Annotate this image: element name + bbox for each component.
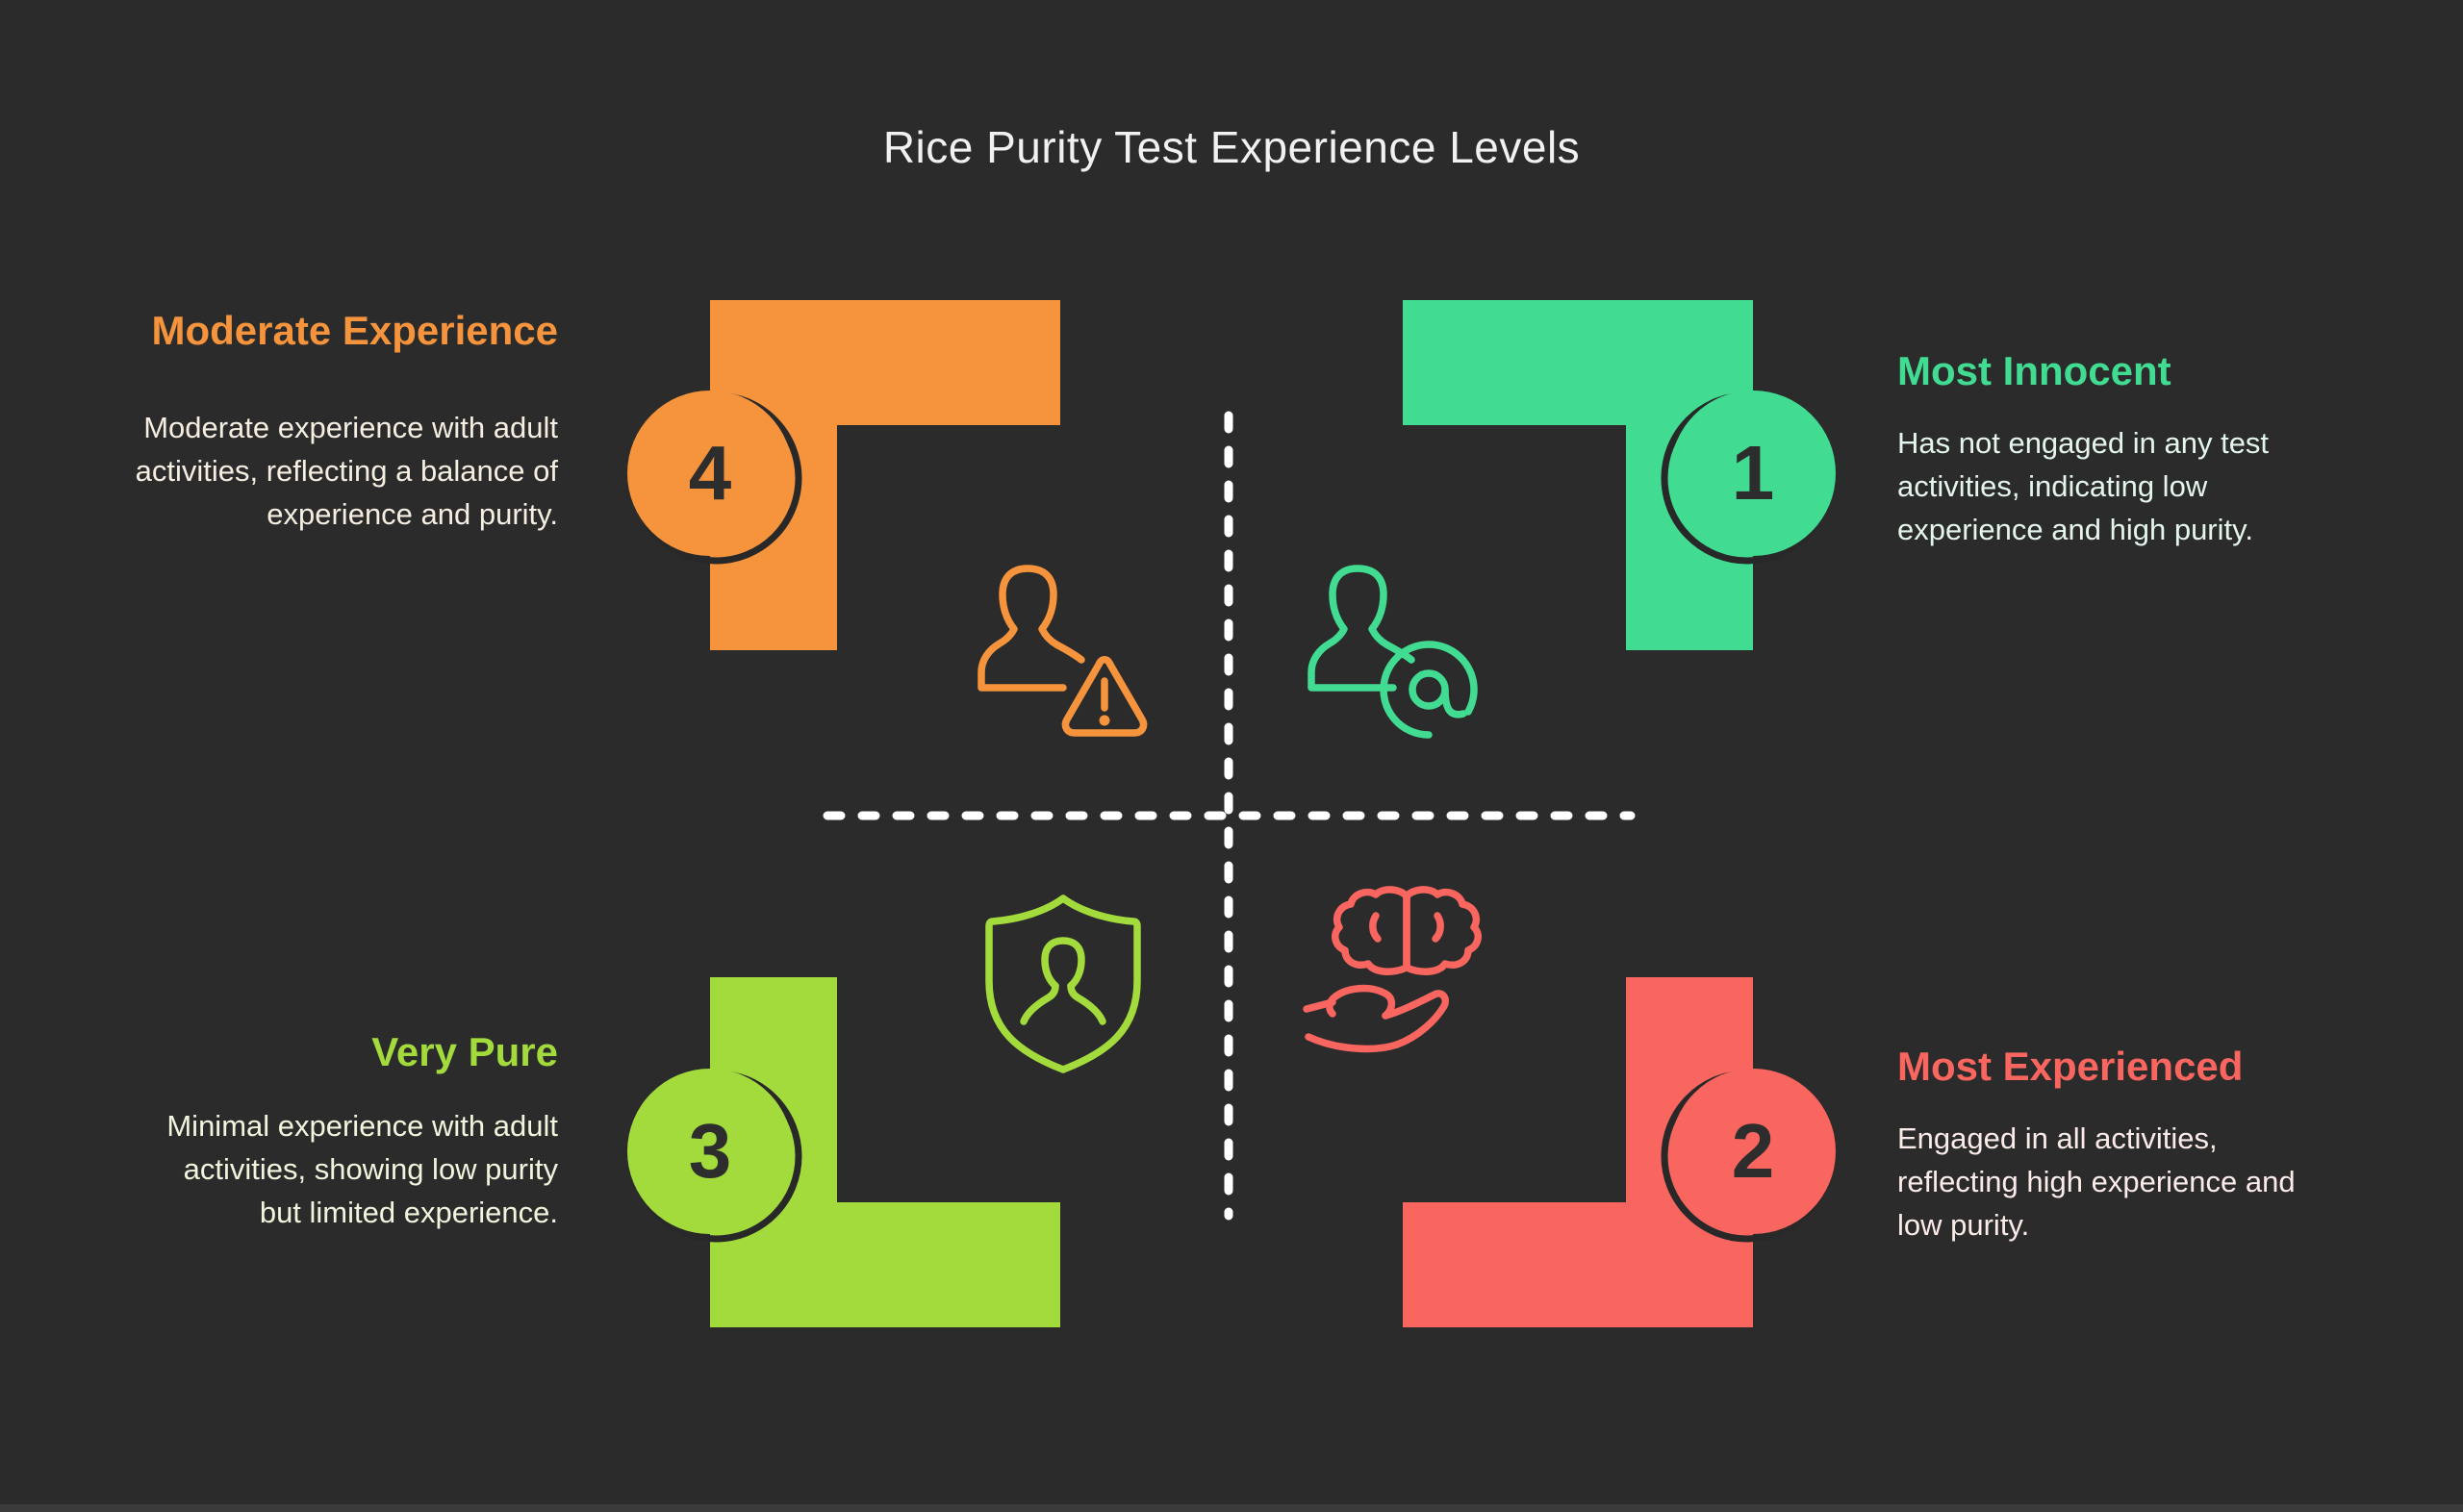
quadrant-description: Moderate experience with adult activitie… [135, 411, 558, 532]
quadrant-heading: Most Experienced [1897, 1044, 2244, 1089]
person-at-icon [1311, 568, 1478, 739]
quadrant-heading: Most Innocent [1897, 348, 2171, 393]
brain-hand-icon [1303, 886, 1482, 1053]
quadrant-text-moderate-experience: Moderate Experience Moderate experience … [135, 306, 558, 536]
quadrant-description: Engaged in all activities, reflecting hi… [1897, 1121, 2296, 1243]
step-circle-2 [1661, 1069, 1836, 1243]
person-warning-icon [981, 568, 1148, 737]
quadrant-text-most-innocent: Most Innocent Has not engaged in any tes… [1897, 346, 2301, 551]
step-number-4: 4 [688, 430, 732, 516]
step-number-1: 1 [1731, 430, 1775, 516]
very-pure-shape [710, 977, 1060, 1327]
page-title: Rice Purity Test Experience Levels [882, 122, 1581, 172]
step-number-3: 3 [688, 1108, 732, 1194]
step-circle-4 [627, 391, 802, 565]
quadrant-heading: Very Pure [371, 1029, 558, 1074]
quadrant-heading: Moderate Experience [151, 308, 558, 353]
step-circle-3 [627, 1069, 802, 1243]
most-innocent-shape [1403, 300, 1753, 650]
bottom-edge-strip [0, 1504, 2463, 1512]
quadrant-text-most-experienced: Most Experienced Engaged in all activiti… [1897, 1042, 2330, 1247]
quadrant-description: Has not engaged in any test activities, … [1897, 426, 2270, 547]
quadrant-text-very-pure: Very Pure Minimal experience with adult … [144, 1027, 558, 1234]
most-experienced-shape [1403, 977, 1753, 1327]
moderate-experience-shape [710, 300, 1060, 650]
quadrant-description: Minimal experience with adult activities… [166, 1109, 558, 1230]
step-number-2: 2 [1731, 1108, 1775, 1194]
step-circle-1 [1661, 391, 1836, 565]
shield-person-icon [985, 895, 1141, 1073]
